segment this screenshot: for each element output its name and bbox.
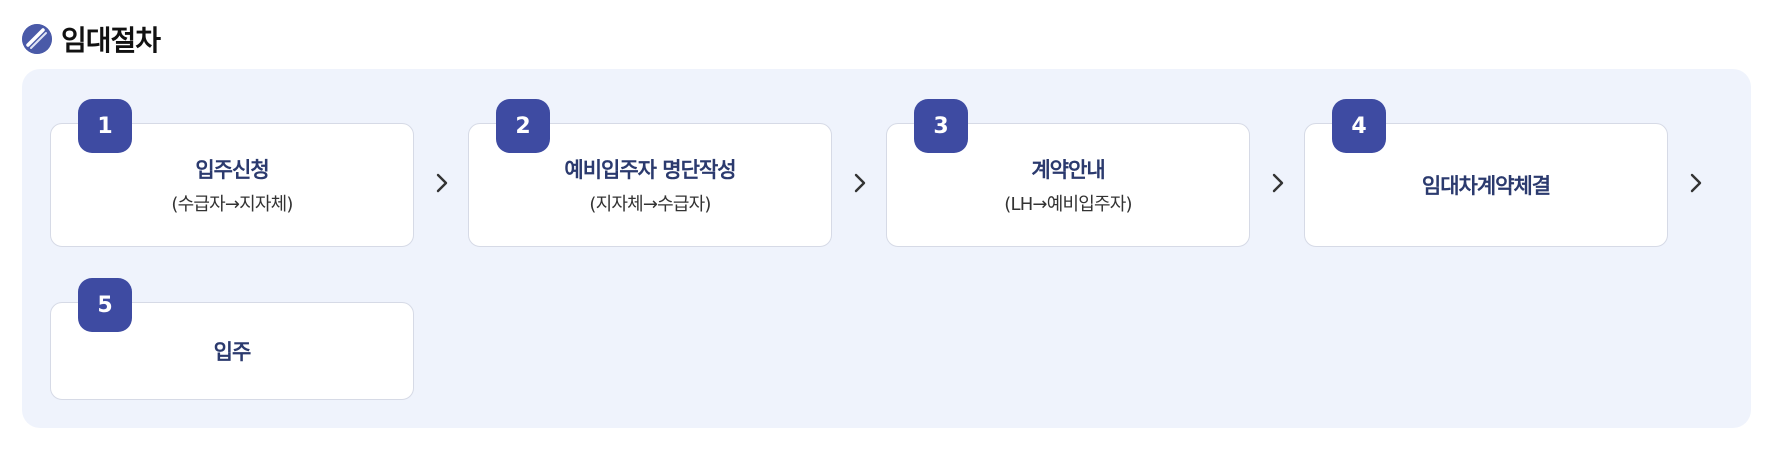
step-subtitle: (수급자→지자체) bbox=[171, 194, 293, 215]
chevron-right-icon bbox=[1272, 173, 1284, 193]
chevron-right-icon bbox=[1690, 173, 1702, 193]
chevron-right-icon bbox=[854, 173, 866, 193]
step-card-2: 2 예비입주자 명단작성 (지자체→수급자) bbox=[468, 99, 832, 247]
step-card-3: 3 계약안내 (LH→예비입주자) bbox=[886, 99, 1250, 247]
step-number-badge: 3 bbox=[914, 99, 968, 153]
step-title: 입주 bbox=[213, 340, 252, 364]
chevron-right-icon bbox=[436, 173, 448, 193]
step-subtitle: (지자체→수급자) bbox=[589, 194, 711, 215]
step-title: 계약안내 bbox=[1031, 158, 1105, 182]
step-card-5: 5 입주 bbox=[50, 278, 414, 400]
step-number-badge: 5 bbox=[78, 278, 132, 332]
step-title: 임대차계약체결 bbox=[1421, 174, 1551, 198]
step-title: 예비입주자 명단작성 bbox=[564, 158, 736, 182]
refresh-icon bbox=[22, 24, 52, 54]
step-subtitle: (LH→예비입주자) bbox=[1004, 194, 1132, 215]
step-title: 입주신청 bbox=[195, 158, 269, 182]
step-card-4: 4 임대차계약체결 bbox=[1304, 99, 1668, 247]
section-title: 임대절차 bbox=[61, 24, 161, 57]
step-number-badge: 4 bbox=[1332, 99, 1386, 153]
section-header: 임대절차 bbox=[22, 20, 161, 58]
step-number-badge: 1 bbox=[78, 99, 132, 153]
step-card-1: 1 입주신청 (수급자→지자체) bbox=[50, 99, 414, 247]
step-number-badge: 2 bbox=[496, 99, 550, 153]
